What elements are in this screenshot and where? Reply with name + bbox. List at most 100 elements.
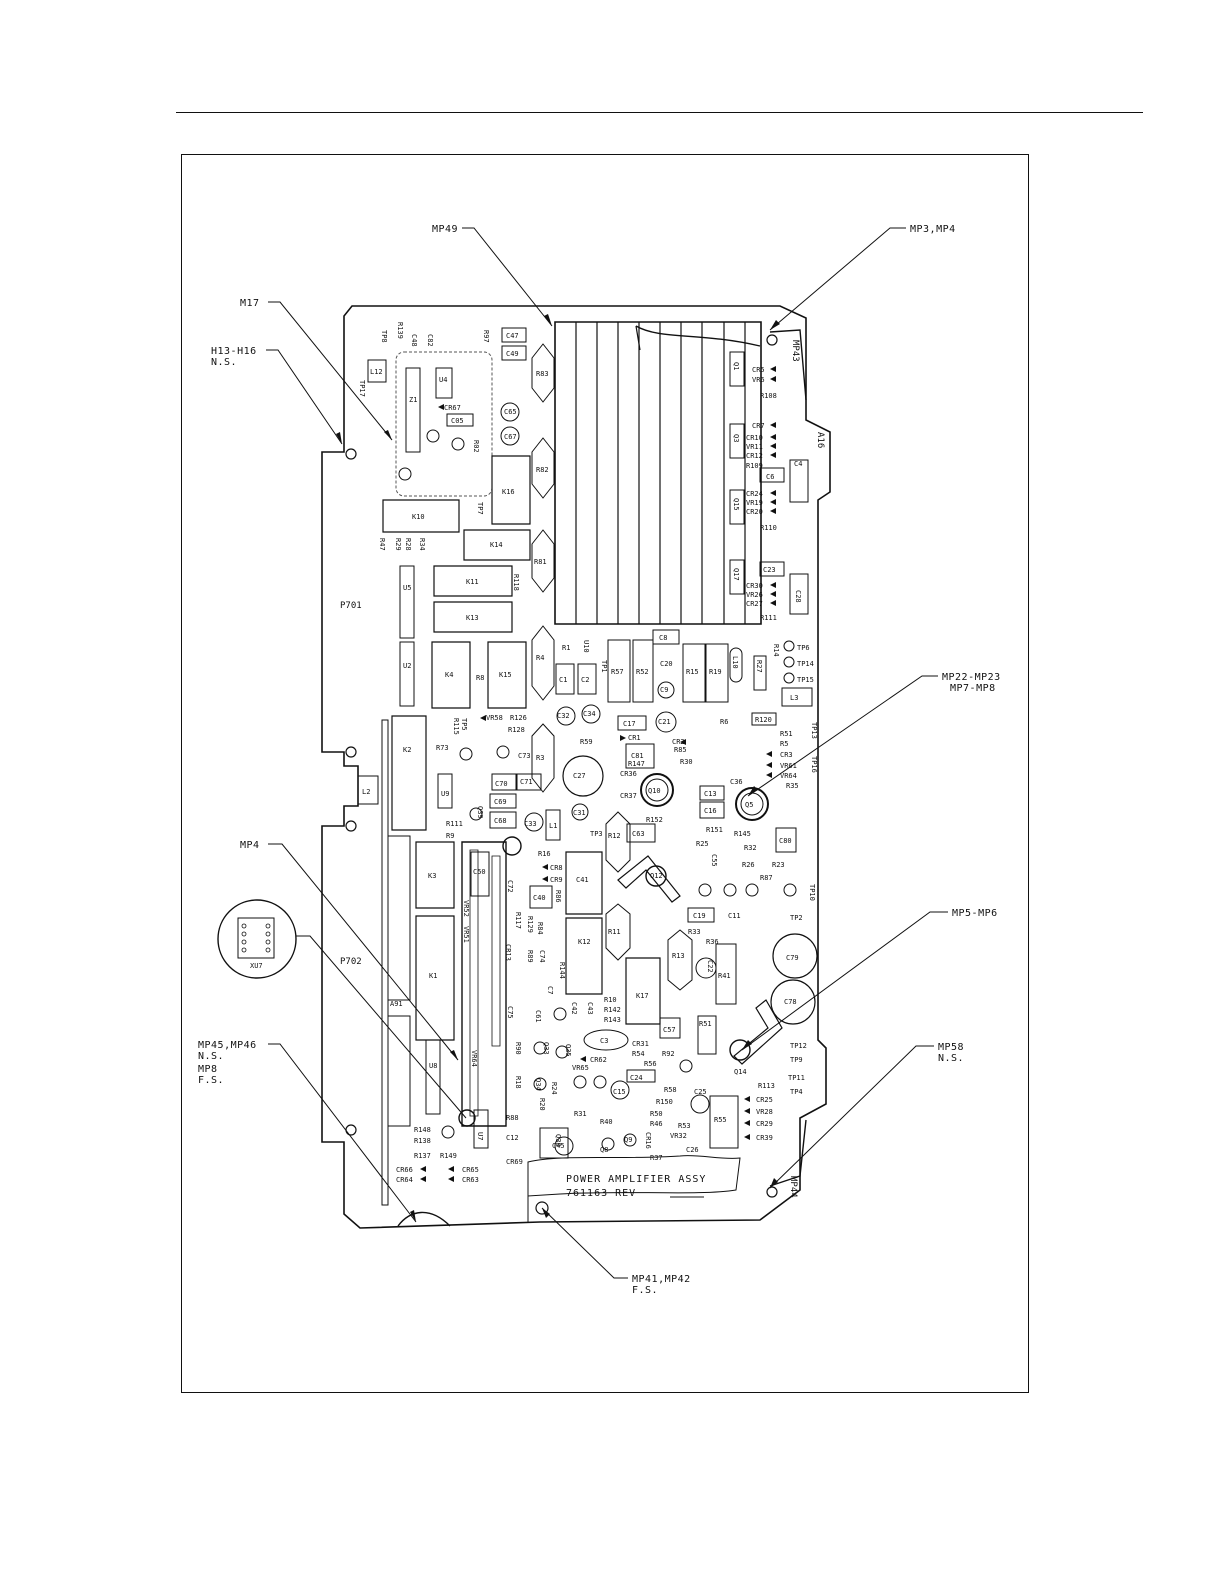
svg-text:R11: R11 [608,928,621,936]
transistor-q31 [746,884,758,896]
relay-k16 [492,456,530,524]
test-point-tp14 [784,657,794,667]
svg-text:Q15: Q15 [732,498,740,511]
capacitor-c49 [502,346,526,360]
svg-text:R1: R1 [562,644,570,652]
svg-text:U4: U4 [439,376,447,384]
transistor-q09 [724,884,736,896]
relay-k13 [434,602,512,632]
svg-text:C05: C05 [451,417,464,425]
transistor-q34 [452,438,464,450]
svg-text:R10: R10 [604,996,617,1004]
svg-text:Q8: Q8 [600,1146,608,1154]
svg-text:R8: R8 [476,674,484,682]
svg-text:C15: C15 [613,1088,626,1096]
resistor-r41 [716,944,736,1004]
svg-text:C1: C1 [559,676,567,684]
transistor-q1 [730,352,744,386]
capacitor-c4 [790,460,808,502]
leader-mp58 [770,1046,934,1188]
svg-text:R34: R34 [418,538,426,551]
capacitor-c81 [626,744,654,768]
svg-text:VR26: VR26 [746,591,763,599]
svg-text:R6: R6 [720,718,728,726]
svg-text:CR25: CR25 [756,1096,773,1104]
svg-text:K12: K12 [578,938,591,946]
svg-text:C12: C12 [506,1134,519,1142]
capacitor-c47 [502,328,526,342]
resistor-r81-outline [532,530,554,592]
connector-p701: P701 [340,601,362,611]
svg-text:VR58: VR58 [486,714,503,722]
svg-text:Q34: Q34 [534,1078,542,1091]
mount-hole [767,335,777,345]
svg-text:TP15: TP15 [797,676,814,684]
svg-text:TP10: TP10 [808,884,816,901]
svg-text:R149: R149 [440,1152,457,1160]
capacitor-c22 [696,958,716,978]
svg-text:R73: R73 [436,744,449,752]
svg-text:CR64: CR64 [396,1176,413,1184]
svg-text:R126: R126 [510,714,527,722]
mount-hole [767,1187,777,1197]
svg-text:CR3: CR3 [780,751,793,759]
svg-text:R52: R52 [636,668,649,676]
svg-text:C65: C65 [504,408,517,416]
svg-text:R32: R32 [744,844,757,852]
svg-text:CR67: CR67 [444,404,461,412]
svg-text:R30: R30 [680,758,693,766]
resistor-r83-outline [532,344,554,402]
inductor-l10 [730,648,742,682]
svg-text:C13: C13 [704,790,717,798]
svg-text:C28: C28 [794,590,802,603]
svg-text:C80: C80 [779,837,792,845]
mount-hole [536,1202,548,1214]
svg-text:C47: C47 [506,332,519,340]
svg-text:K2: K2 [403,746,411,754]
svg-text:R50: R50 [650,1110,663,1118]
clip-mp44 [770,1120,806,1186]
resistor-r19 [706,644,728,702]
svg-text:C40: C40 [533,894,546,902]
capacitor-c31 [572,804,588,820]
callout-mp41-mp42: MP41,MP42 [632,1274,691,1285]
resistor-r120 [752,713,776,725]
inductor-l12 [368,360,386,382]
heatsink [555,322,761,624]
svg-text:C73: C73 [518,752,531,760]
ic-u7 [474,1110,488,1148]
svg-text:TP7: TP7 [476,502,484,515]
capacitor-c70 [492,774,516,790]
reference-designators: R139 TP8 C48 C82 R97 C47 C49 R83 R82 R81… [358,322,818,1184]
callout-mp22-mp23: MP22-MP23 [942,672,1001,683]
resistor-r15 [683,644,705,702]
svg-text:C7: C7 [546,986,554,994]
svg-text:VR11: VR11 [746,443,763,451]
relay-k14 [464,530,530,560]
svg-text:K10: K10 [412,513,425,521]
svg-text:K4: K4 [445,671,453,679]
svg-text:C20: C20 [660,660,673,668]
svg-text:CR37: CR37 [620,792,637,800]
svg-text:R29: R29 [394,538,402,551]
ic-u5 [400,566,414,638]
svg-text:R118: R118 [512,574,520,591]
svg-text:R54: R54 [632,1050,645,1058]
svg-text:R147: R147 [628,760,645,768]
svg-text:C81: C81 [631,752,644,760]
svg-text:TP17: TP17 [358,380,366,397]
transistor-q3 [730,424,744,458]
socket-xu7-label: XU7 [250,962,263,970]
transistor-q14 [730,1040,750,1060]
ic-u8 [426,1040,440,1114]
svg-text:R111: R111 [760,614,777,622]
standoff [503,837,521,855]
svg-text:CR62: CR62 [590,1056,607,1064]
capacitor-c63 [627,824,655,842]
svg-text:R4: R4 [536,654,544,662]
capacitor-c68 [490,812,516,828]
svg-text:R139: R139 [396,322,404,339]
resistor-r11-outline [606,904,630,960]
svg-text:K13: K13 [466,614,479,622]
svg-text:R128: R128 [508,726,525,734]
